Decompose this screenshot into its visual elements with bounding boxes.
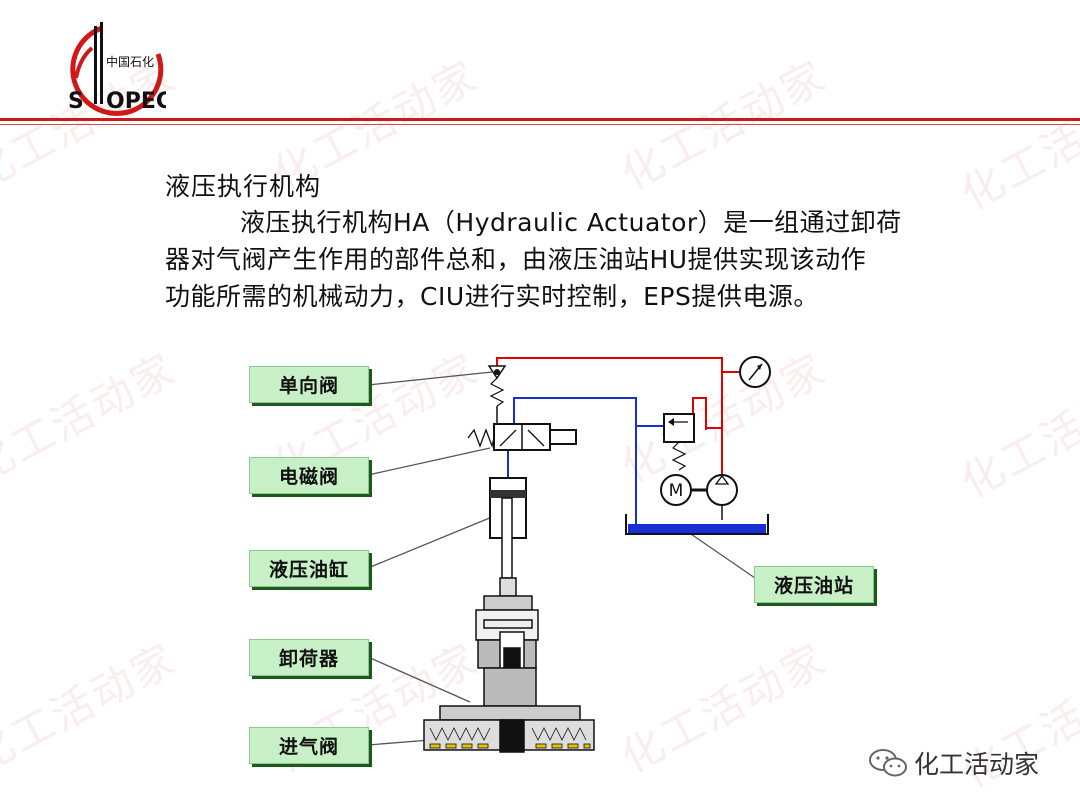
label-check-valve: 单向阀 xyxy=(249,366,369,403)
sinopec-logo: 中国石化 S OPEC xyxy=(68,22,166,116)
wechat-icon xyxy=(869,749,907,777)
label-power-unit: 液压油站 xyxy=(754,566,874,603)
watermark: 化工活动家 xyxy=(953,358,1080,508)
slide-heading: 液压执行机构 xyxy=(165,172,322,201)
brand-footer: 化工活动家 xyxy=(868,746,1039,780)
body-paragraph: 液压执行机构HA（Hydraulic Actuator）是一组通过卸荷 器对气阀… xyxy=(165,204,1005,315)
oil-tank-symbol xyxy=(625,514,769,535)
brand-text: 化工活动家 xyxy=(914,750,1040,779)
svg-text:S: S xyxy=(68,89,84,114)
paragraph-line: 液压执行机构HA（Hydraulic Actuator）是一组通过卸荷 xyxy=(240,208,902,237)
inlet-valve-plates xyxy=(429,743,591,749)
label-inlet-valve: 进气阀 xyxy=(249,727,369,764)
svg-text:M: M xyxy=(669,481,684,501)
label-solenoid-valve: 电磁阀 xyxy=(249,457,369,494)
watermark: 化工活动家 xyxy=(613,633,835,783)
pressure-gauge-icon xyxy=(739,356,771,388)
motor-pump-symbol: M xyxy=(660,474,738,520)
relief-valve-symbol xyxy=(663,413,695,471)
check-valve-symbol xyxy=(487,365,507,425)
watermark: 化工活动家 xyxy=(613,343,835,493)
unloader-assembly xyxy=(423,577,595,753)
label-cylinder: 液压油缸 xyxy=(249,550,369,587)
paragraph-line: 器对气阀产生作用的部件总和，由液压油站HU提供实现该动作 xyxy=(165,245,867,274)
paragraph-line: 功能所需的机械动力，CIU进行实时控制，EPS提供电源。 xyxy=(165,282,819,311)
watermark: 化工活动家 xyxy=(613,50,835,200)
cylinder-symbol xyxy=(489,477,527,579)
svg-text:OPEC: OPEC xyxy=(106,89,166,114)
solenoid-valve-symbol xyxy=(467,423,577,451)
watermark: 化工活动家 xyxy=(0,633,185,783)
svg-text:中国石化: 中国石化 xyxy=(106,54,154,69)
label-unloader: 卸荷器 xyxy=(249,639,369,676)
watermark: 化工活动家 xyxy=(953,70,1080,220)
header-rule xyxy=(0,118,1080,121)
watermark: 化工活动家 xyxy=(0,343,185,493)
header-rule-thin xyxy=(0,124,1080,125)
